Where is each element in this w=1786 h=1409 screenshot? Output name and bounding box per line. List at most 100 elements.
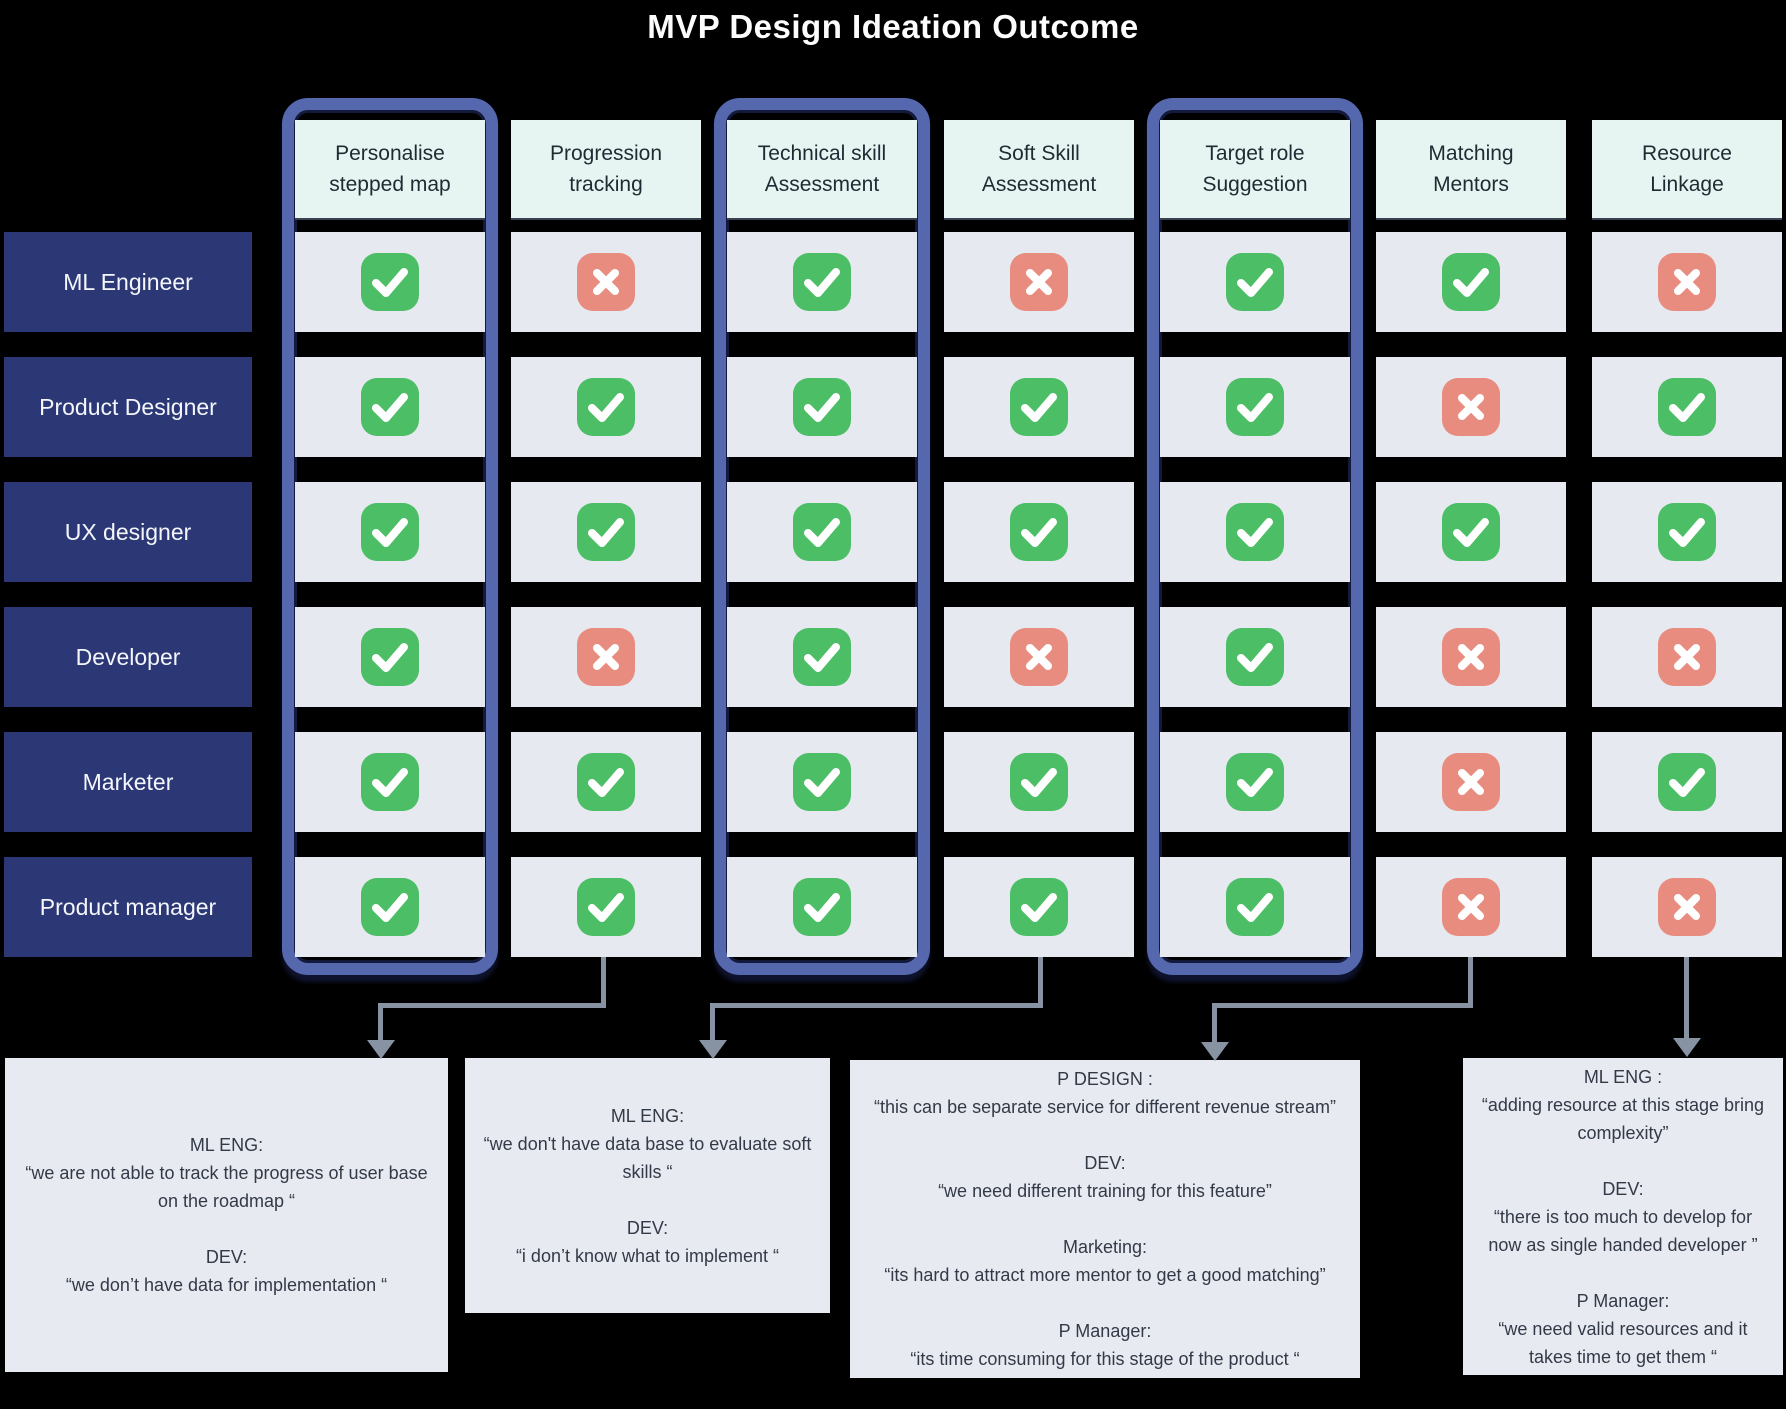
connector-arrow [699,1040,727,1059]
connector-line [1468,957,1473,1008]
column-header-1: Personalise stepped map [295,120,485,220]
row-label-5: Marketer [4,732,252,832]
check-icon [1010,878,1068,936]
connector-line [381,1003,606,1008]
matrix-cell [295,482,485,582]
check-icon [1010,378,1068,436]
check-icon [1010,753,1068,811]
column-header-7: Resource Linkage [1592,120,1782,220]
matrix-cell [1592,482,1782,582]
check-icon [577,378,635,436]
check-icon [1658,753,1716,811]
matrix-cell [1592,857,1782,957]
connector-line [601,957,606,1008]
cross-icon [1658,878,1716,936]
cross-icon [1442,753,1500,811]
check-icon [577,503,635,561]
matrix-cell [1376,357,1566,457]
check-icon [361,253,419,311]
row-label-6: Product manager [4,857,252,957]
check-icon [1226,253,1284,311]
matrix-cell [1592,232,1782,332]
matrix-cell [1160,357,1350,457]
matrix-cell [1376,732,1566,832]
matrix-cell [511,482,701,582]
cross-icon [1010,253,1068,311]
row-label-3: UX designer [4,482,252,582]
connector-line [1684,957,1689,1040]
check-icon [1658,378,1716,436]
check-icon [793,753,851,811]
check-icon [1658,503,1716,561]
matrix-cell [727,857,917,957]
cross-icon [577,253,635,311]
column-header-5: Target role Suggestion [1160,120,1350,220]
check-icon [361,378,419,436]
note-box-matching-mentors: P DESIGN : “this can be separate service… [850,1060,1360,1378]
cross-icon [1442,628,1500,686]
matrix-cell [1160,607,1350,707]
matrix-cell [295,357,485,457]
check-icon [1226,503,1284,561]
matrix-cell [727,732,917,832]
matrix-cell [511,232,701,332]
row-label-4: Developer [4,607,252,707]
check-icon [1442,503,1500,561]
connector-line [710,1003,715,1042]
check-icon [793,378,851,436]
column-header-6: Matching Mentors [1376,120,1566,220]
matrix-cell [944,857,1134,957]
check-icon [577,878,635,936]
matrix-cell [511,732,701,832]
column-frame [1147,98,1363,975]
cross-icon [1442,378,1500,436]
note-text: ML ENG: “we are not able to track the pr… [25,1135,428,1295]
check-icon [361,753,419,811]
matrix-cell [727,607,917,707]
column-frame [282,98,498,975]
note-box-soft-skill: ML ENG: “we don't have data base to eval… [465,1058,830,1313]
check-icon [1442,253,1500,311]
check-icon [793,878,851,936]
matrix-cell [944,357,1134,457]
matrix-cell [1376,482,1566,582]
check-icon [361,503,419,561]
cross-icon [1442,878,1500,936]
column-header-4: Soft Skill Assessment [944,120,1134,220]
matrix-cell [1376,232,1566,332]
note-text: ML ENG: “we don't have data base to eval… [483,1105,812,1266]
matrix-cell [1376,857,1566,957]
matrix-cell [295,607,485,707]
matrix-cell [1592,357,1782,457]
matrix-cell [1160,732,1350,832]
check-icon [577,753,635,811]
matrix-cell [295,857,485,957]
matrix-cell [944,232,1134,332]
connector-arrow [1201,1042,1229,1061]
matrix-cell [1592,732,1782,832]
check-icon [1010,503,1068,561]
matrix-cell [1160,232,1350,332]
connector-line [1038,957,1043,1008]
matrix-cell [1376,607,1566,707]
matrix-cell [1160,482,1350,582]
check-icon [1226,378,1284,436]
diagram-title: MVP Design Ideation Outcome [647,8,1139,45]
note-box-resource-linkage: ML ENG : “adding resource at this stage … [1463,1058,1783,1375]
matrix-cell [511,857,701,957]
connector-arrow [367,1040,395,1059]
connector-arrow [1673,1038,1701,1057]
connector-line [378,1003,383,1042]
note-text: P DESIGN : “this can be separate service… [874,1069,1336,1369]
row-label-2: Product Designer [4,357,252,457]
matrix-cell [1592,607,1782,707]
matrix-cell [944,732,1134,832]
check-icon [1226,878,1284,936]
matrix-cell [511,607,701,707]
note-text: ML ENG : “adding resource at this stage … [1481,1066,1765,1367]
matrix-cell [727,357,917,457]
matrix-cell [295,732,485,832]
column-header-2: Progression tracking [511,120,701,220]
cross-icon [1658,628,1716,686]
matrix-cell [1160,857,1350,957]
